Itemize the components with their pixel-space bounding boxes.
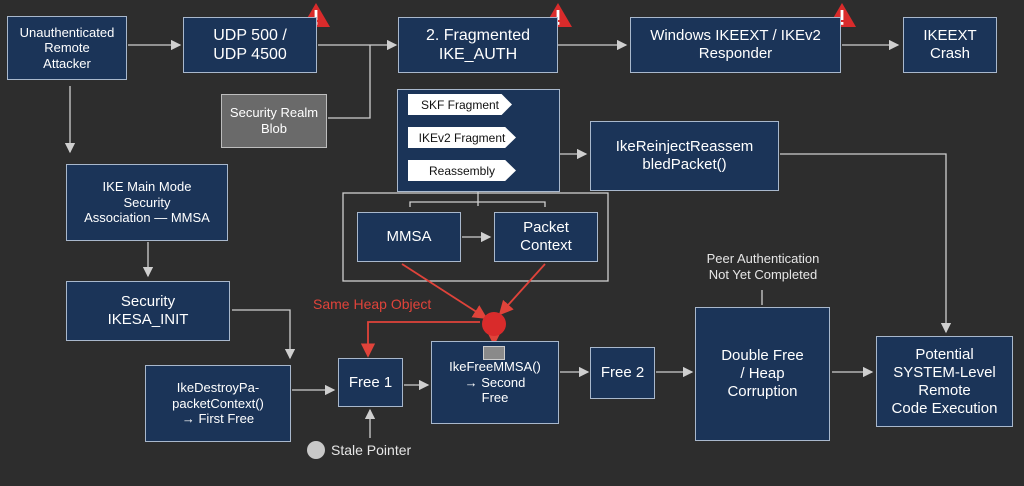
heap-arrow-context [498,263,546,316]
node-destroy-label: IkeDestroyPa- packetContext() → First Fr… [172,380,264,427]
node-crash-label: IKEEXT Crash [923,27,977,62]
stale-pointer-icon [307,441,325,459]
node-realm-blob: Security Realm Blob [221,94,327,148]
heap-arrow-mmsa [401,263,488,319]
node-packet-context-label: Packet Context [520,219,572,254]
node-ike-auth-label: 2. Fragmented IKE_AUTH [425,26,531,63]
group-bracket [409,201,546,207]
node-mmsa-assoc: IKE Main Mode Security Association — MMS… [66,164,228,241]
node-ike-auth: 2. Fragmented IKE_AUTH [398,17,558,73]
node-free1-label: Free 1 [348,373,393,391]
heap-object-icon [482,312,506,336]
fragment-skf: SKF Fragment [408,94,512,115]
same-heap-label: Same Heap Object [313,296,432,312]
peer-auth-text: Peer Authentication Not Yet Completed [706,251,820,283]
node-mmsa-assoc-label: IKE Main Mode Security Association — MMS… [84,179,210,226]
node-responder-label: Windows IKEEXT / IKEv2 Responder [650,27,821,62]
node-rce-label: Potential SYSTEM-Level Remote Code Execu… [891,345,998,417]
mmsa-group-frame [342,192,609,282]
node-double-free: Double Free / Heap Corruption [695,307,830,441]
node-responder: Windows IKEEXT / IKEv2 Responder [630,17,841,73]
node-udp: UDP 500 / UDP 4500 [183,17,317,73]
arrow-reassem-rce [780,153,952,334]
node-attacker-label: Unauthenticated Remote Attacker [19,24,115,71]
node-rce: Potential SYSTEM-Level Remote Code Execu… [876,336,1013,427]
fragment-ikev2: IKEv2 Fragment [408,127,516,148]
node-freemmsa-label: IkeFreeMMSA() → Second Free [449,359,541,406]
node-free2: Free 2 [590,347,655,399]
memory-block-icon [483,346,505,360]
arrow-realm-blob [328,45,371,119]
node-destroy: IkeDestroyPa- packetContext() → First Fr… [145,365,291,442]
fragment-reassembly-label: Reassembly [428,163,496,178]
node-ikesa-init-label: Security IKESA_INIT [107,293,189,328]
heap-arrow-free1 [360,321,480,358]
peer-auth-label: Peer Authentication Not Yet Completed [682,251,844,284]
node-ikesa-init: Security IKESA_INIT [66,281,230,341]
node-mmsa-label: MMSA [386,228,432,245]
node-reassem-label: IkeReinjectReassem bledPacket() [615,138,754,173]
node-realm-blob-label: Security Realm Blob [229,105,319,136]
node-packet-context: Packet Context [494,212,598,262]
node-double-free-label: Double Free / Heap Corruption [721,347,804,400]
node-free2-label: Free 2 [600,364,645,381]
arrow-ikesa-destroy [232,309,296,360]
node-mmsa: MMSA [357,212,461,262]
node-udp-label: UDP 500 / UDP 4500 [213,26,287,63]
node-crash: IKEEXT Crash [903,17,997,73]
node-free1: Free 1 [338,358,403,407]
node-reassem: IkeReinjectReassem bledPacket() [590,121,779,191]
fragment-skf-label: SKF Fragment [420,97,500,112]
fragment-reassembly: Reassembly [408,160,516,181]
stale-pointer-label: Stale Pointer [331,442,412,458]
node-attacker: Unauthenticated Remote Attacker [7,16,127,80]
fragment-ikev2-label: IKEv2 Fragment [418,130,506,145]
